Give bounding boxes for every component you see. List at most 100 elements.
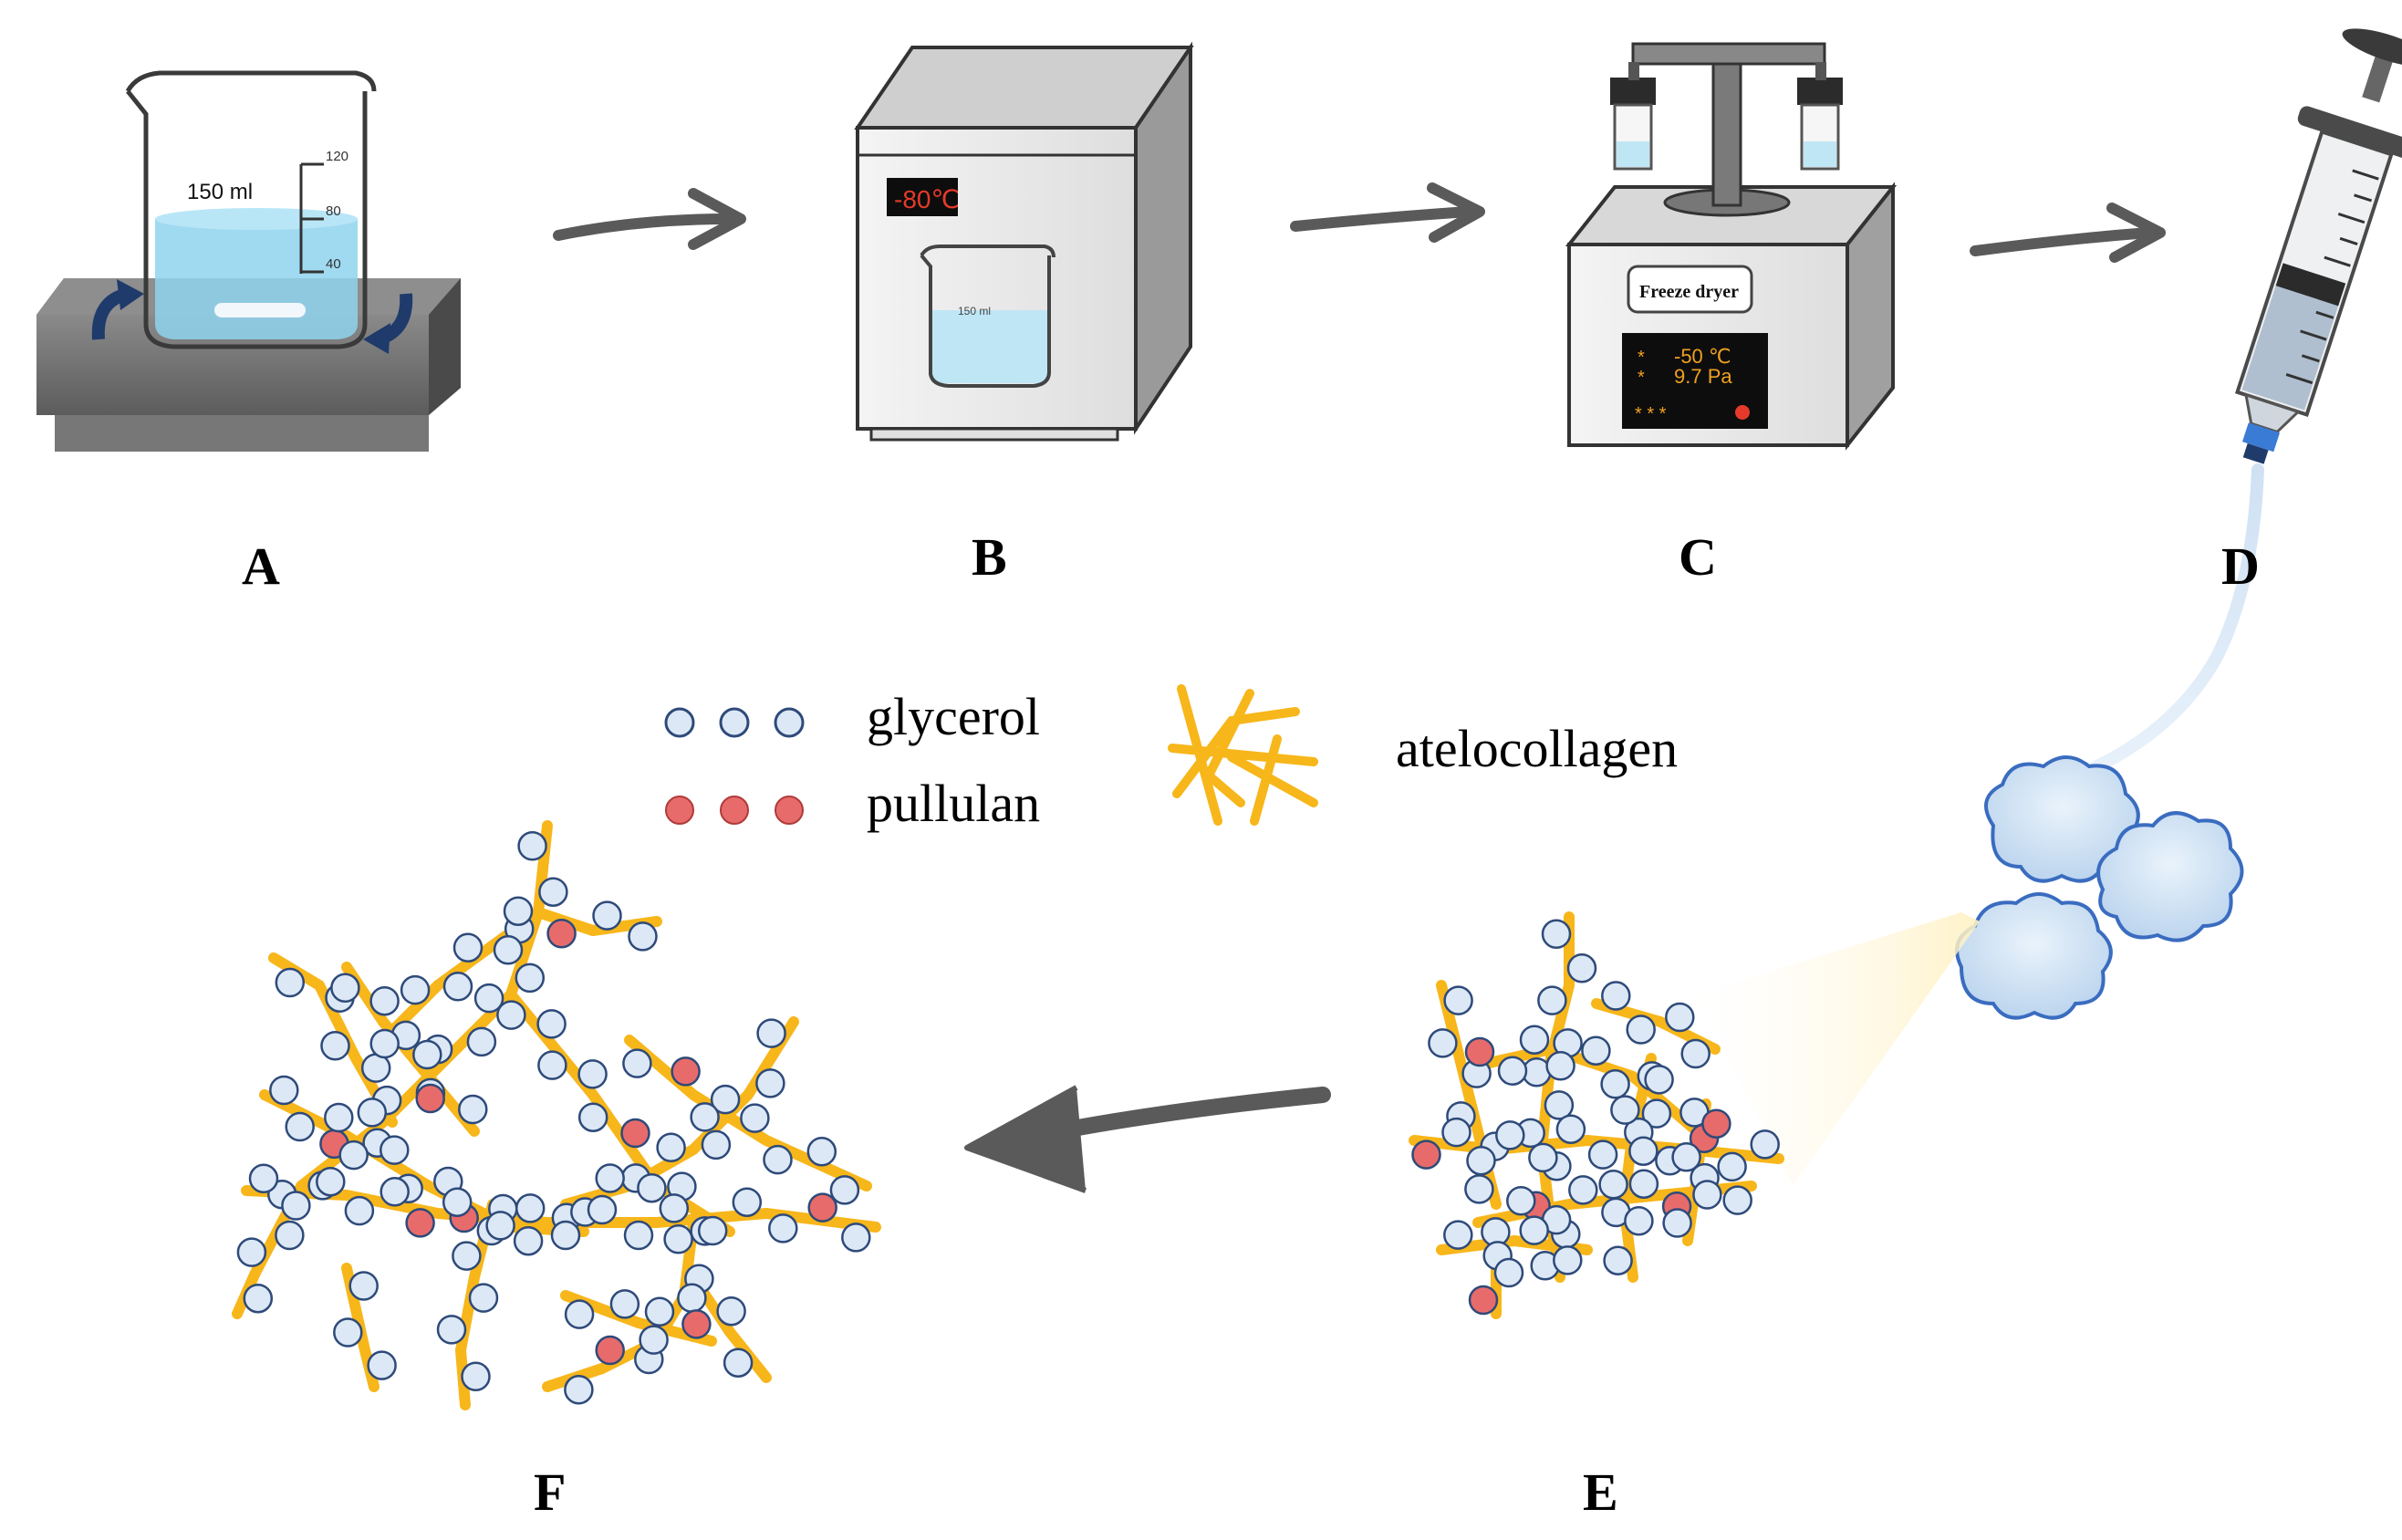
- glycerol-bead: [1692, 1180, 1722, 1210]
- glycerol-bead: [1680, 1038, 1711, 1069]
- legend-atelocollagen-icon: [1168, 684, 1318, 826]
- glycerol-bead: [690, 1102, 720, 1132]
- scaffold-cloud: [2096, 811, 2244, 942]
- glycerol-bead: [1443, 1220, 1473, 1250]
- freeze-dryer-pressure: 9.7 Pa: [1674, 365, 1732, 388]
- glycerol-bead: [269, 1075, 299, 1106]
- glycerol-bead: [380, 1177, 410, 1207]
- panel-label-d: D: [2221, 536, 2260, 596]
- legend-atelocollagen-label: atelocollagen: [1396, 719, 1678, 778]
- arrow-b-to-c: [1290, 206, 1474, 232]
- glycerol-bead: [1519, 1215, 1549, 1245]
- pullulan-bead: [415, 1083, 445, 1114]
- legend-pullulan-label: pullulan: [867, 774, 1040, 833]
- glycerol-bead: [637, 1172, 667, 1203]
- arrow-c-to-d: [1970, 227, 2154, 256]
- glycerol-bead: [663, 1224, 693, 1254]
- glycerol-bead: [639, 1325, 669, 1355]
- glycerol-bead: [538, 877, 568, 907]
- glycerol-bead: [756, 1018, 786, 1048]
- glycerol-bead: [1644, 1065, 1674, 1095]
- panel-label-c: C: [1679, 527, 1717, 587]
- pullulan-bead: [1468, 1285, 1499, 1316]
- beaker-tick-120: 120: [326, 149, 348, 164]
- pullulan-bead: [1701, 1108, 1731, 1139]
- glycerol-bead: [485, 1211, 515, 1241]
- glycerol-bead: [1506, 1186, 1536, 1216]
- panel-b-freezer: -80℃ 150 ml B: [854, 41, 1194, 587]
- glycerol-bead: [369, 985, 400, 1016]
- freeze-dryer-nameplate: [1627, 265, 1753, 314]
- glycerol-bead: [577, 1102, 608, 1132]
- magnification-beam: [1697, 912, 1980, 1186]
- glycerol-bead: [1598, 1170, 1628, 1200]
- glycerol-bead: [740, 1103, 770, 1133]
- glycerol-bead: [1555, 1114, 1586, 1144]
- glycerol-bead: [1497, 1056, 1528, 1086]
- glycerol-bead: [1568, 1175, 1598, 1205]
- glycerol-bead: [468, 1283, 499, 1313]
- glycerol-bead: [1610, 1095, 1640, 1125]
- glycerol-bead: [285, 1111, 315, 1142]
- glycerol-bead: [367, 1350, 397, 1380]
- glycerol-bead: [316, 1166, 346, 1197]
- legend: glycerol pullulan atelocollagen: [664, 684, 1678, 833]
- glycerol-bead: [1722, 1185, 1752, 1215]
- glycerol-bead: [1566, 953, 1597, 983]
- glycerol-bead: [550, 1220, 581, 1251]
- glycerol-bead: [677, 1283, 707, 1314]
- stir-bar: [214, 303, 306, 317]
- glycerol-bead: [1628, 1169, 1659, 1199]
- glycerol-bead: [1628, 1136, 1659, 1166]
- glycerol-bead: [537, 1050, 567, 1080]
- panel-label-b: B: [972, 527, 1007, 587]
- glycerol-bead: [701, 1129, 732, 1160]
- scaffold-cloud: [1955, 892, 2113, 1020]
- glycerol-bead: [656, 1132, 686, 1163]
- glycerol-bead: [1545, 1051, 1575, 1081]
- glycerol-bead: [275, 1220, 305, 1251]
- freezer-beaker-label: 150 ml: [958, 305, 991, 317]
- beaker-scale: [299, 162, 324, 274]
- legend-glycerol-label: glycerol: [867, 687, 1040, 746]
- glycerol-bead: [1553, 1245, 1583, 1275]
- glycerol-bead: [644, 1296, 675, 1327]
- glycerol-bead: [1601, 981, 1631, 1011]
- glycerol-bead: [595, 1163, 625, 1193]
- panel-e-compact-network: E: [1409, 911, 1784, 1522]
- glycerol-bead: [1641, 1098, 1672, 1129]
- glycerol-bead: [841, 1223, 871, 1253]
- glycerol-bead: [248, 1163, 279, 1194]
- glycerol-bead: [622, 1048, 652, 1078]
- glycerol-bead: [333, 1317, 363, 1348]
- glycerol-bead: [503, 896, 534, 926]
- glycerol-bead: [592, 900, 622, 931]
- pullulan-bead: [595, 1335, 625, 1366]
- atelocollagen-fiber: [1618, 1053, 1657, 1283]
- svg-text:*: *: [1638, 348, 1645, 368]
- glycerol-bead: [1626, 1015, 1656, 1045]
- glycerol-bead: [344, 1195, 375, 1226]
- glycerol-bead: [452, 932, 484, 962]
- printed-scaffold-clouds: [1955, 755, 2244, 1020]
- glycerol-bead: [1750, 1129, 1780, 1160]
- freezer-temperature: -80℃: [894, 185, 960, 213]
- glycerol-bead: [1443, 985, 1473, 1015]
- glycerol-bead: [723, 1348, 754, 1378]
- glycerol-bead: [564, 1299, 595, 1329]
- glycerol-bead: [515, 1193, 546, 1223]
- glycerol-bead: [436, 1315, 467, 1345]
- glycerol-bead: [628, 921, 658, 952]
- glycerol-bead: [348, 1271, 379, 1301]
- panel-label-a: A: [242, 536, 280, 596]
- glycerol-bead: [659, 1193, 690, 1223]
- pullulan-bead: [546, 919, 577, 949]
- glycerol-bead: [330, 973, 360, 1004]
- glycerol-bead: [1665, 1002, 1695, 1033]
- glycerol-bead: [1495, 1120, 1525, 1150]
- glycerol-bead: [755, 1068, 785, 1098]
- panel-d-syringe: D: [2060, 28, 2402, 786]
- pullulan-bead: [671, 1056, 701, 1087]
- panel-a-stirring: 150 ml 120 80 40 A: [36, 70, 461, 596]
